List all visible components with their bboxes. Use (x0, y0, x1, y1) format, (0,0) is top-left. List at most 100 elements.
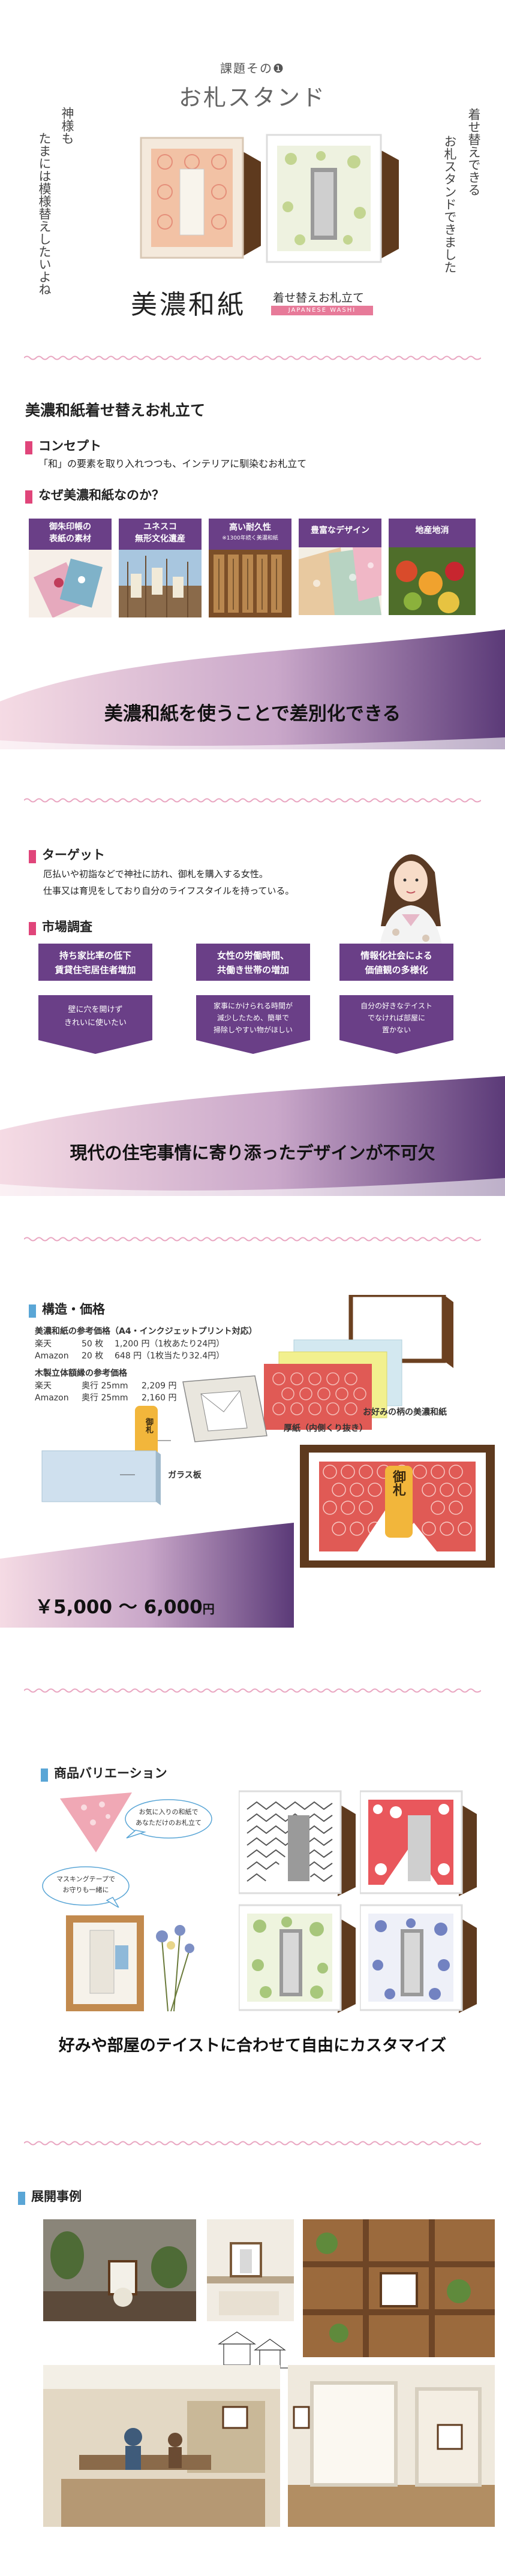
variation-heading: 商品バリエーション (54, 1766, 167, 1780)
concept-banner-bg (0, 629, 505, 749)
price-row: ￥5,000 〜 6,000円 (35, 1592, 215, 1619)
variation-tagline: 好みや部屋のテイストに合わせて自由にカスタマイズ (58, 2036, 447, 2055)
bubble-2: マスキングテープで お守りも一緒に (41, 1864, 131, 1908)
market-heading: 市場調査 (42, 920, 92, 934)
ofuda-label-small: 御札 (144, 1418, 153, 1433)
variant-frame-blue (360, 1899, 480, 2013)
case-photo-room (288, 2365, 495, 2527)
washi-sheet-illustration (60, 1792, 138, 1858)
design-photo (299, 547, 381, 615)
wavy-divider (24, 1688, 481, 1693)
why-card-3: 高い耐久性 ※1300年続く美濃和紙 (209, 519, 291, 617)
trend-box-2: 女性の労働時間、 共働き世帯の増加 (196, 944, 310, 981)
case-photo-dining (43, 2365, 280, 2527)
need-text-3: 自分の好きなテイスト でなければ部屋に 置かない (360, 1002, 432, 1034)
why-card-label-main: 高い耐久性 (229, 523, 271, 532)
durability-photo (209, 550, 291, 617)
goshuincho-photo (29, 550, 112, 617)
pink-marker (29, 849, 36, 863)
washi-price-title: 美濃和紙の参考価格（A4・インクジェットプリント対応） (35, 1327, 257, 1336)
hero-brand: 美濃和紙 (131, 290, 246, 320)
concept-banner-text: 美濃和紙を使うことで差別化できる (104, 703, 401, 725)
trend-box-3: 情報化社会による 価値観の多様化 (339, 944, 453, 981)
target-banner-text: 現代の住宅事情に寄り添ったデザインが不可欠 (70, 1143, 435, 1163)
unesco-photo (119, 550, 202, 617)
case-photo-plants (43, 2219, 196, 2321)
why-card-label: ユネスコ 無形文化遺産 (119, 519, 202, 550)
pink-marker (25, 441, 32, 454)
ofuda-label-large: 御札 (390, 1470, 405, 1496)
hero-section: 課題その❶ お札スタンド 神様も たまには模様替えしたいよね 着せ替えできる お… (0, 0, 505, 360)
variation-heading-row: 商品バリエーション (41, 1764, 167, 1782)
need-arrow-3: 自分の好きなテイスト でなければ部屋に 置かない (339, 995, 453, 1054)
structure-diagram (30, 1295, 498, 1571)
price-unit: 円 (202, 1602, 215, 1616)
bubble-1: お気に入りの和紙で あなただけのお札立て (124, 1797, 214, 1840)
cases-section: 展開事例 (0, 2152, 505, 2576)
variant-frame-chevron (239, 1785, 359, 1896)
target-woman-photo (366, 836, 456, 956)
bubble-2-text: マスキングテープで お守りも一緒に (56, 1875, 115, 1894)
label-glass: ガラス板 (168, 1471, 202, 1480)
hero-subtitle-small: 課題その❶ (220, 61, 285, 76)
why-card-4: 豊富なデザイン (299, 519, 381, 615)
concept-main-title: 美濃和紙着せ替えお札立て (25, 402, 206, 419)
why-card-label: 御朱印帳の 表紙の素材 (29, 519, 112, 550)
wood-frame-photo (60, 1903, 216, 2017)
target-heading-row: ターゲット (29, 845, 105, 863)
label-washi: お好みの柄の美濃和紙 (363, 1408, 447, 1417)
need-arrow-1: 壁に穴を開けず きれいに使いたい (38, 995, 152, 1054)
concept-section: 美濃和紙着せ替えお札立て コンセプト 「和」の要素を取り入れつつも、インテリアに… (0, 366, 505, 749)
why-card-label: 地産地消 (389, 519, 476, 547)
why-card-sublabel: ※1300年続く美濃和紙 (222, 535, 278, 541)
variation-section: 商品バリエーション お気に入りの和紙で あなただけのお札立て マスキングテープで… (0, 1697, 505, 2116)
hero-title: お札スタンド (178, 85, 326, 111)
why-card-2: ユネスコ 無形文化遺産 (119, 519, 202, 617)
hero-brand-en: JAPANESE WASHI (271, 306, 373, 315)
price-band-bg (0, 1511, 294, 1628)
label-board: 厚紙（内側くり抜き） (284, 1424, 368, 1433)
target-heading: ターゲット (42, 848, 105, 862)
case-photo-wood-shelf (303, 2219, 495, 2357)
hero-right-vertical-2: お札スタンドできました (443, 135, 457, 273)
case-photo-shelf (207, 2219, 294, 2321)
need-text-1: 壁に穴を開けず きれいに使いたい (64, 1005, 127, 1028)
hero-frame-green (264, 123, 402, 267)
cases-heading: 展開事例 (31, 2189, 82, 2204)
why-heading: なぜ美濃和紙なのか？ (38, 488, 164, 502)
price-range: ￥5,000 〜 6,000 (35, 1596, 203, 1618)
need-text-2: 家事にかけられる時間が 減少したため、簡単で 掃除しやすい物がほしい (213, 1002, 293, 1034)
why-heading-row: なぜ美濃和紙なのか？ (25, 486, 164, 504)
concept-heading: コンセプト (38, 439, 101, 453)
bubble-1-text: お気に入りの和紙で あなただけのお札立て (136, 1808, 202, 1827)
why-card-label: 豊富なデザイン (299, 519, 381, 547)
target-section: ターゲット 厄払いや初詣などで神社に訪れ、御札を購入する女性。 仕事又は育児をし… (0, 803, 505, 1199)
wavy-divider (24, 798, 481, 803)
why-card-5: 地産地消 (389, 519, 476, 615)
blue-marker (41, 1768, 48, 1782)
local-photo (389, 547, 476, 615)
blue-marker (29, 1304, 36, 1318)
structure-heading-row: 構造・価格 (29, 1300, 105, 1318)
wavy-divider (24, 1237, 481, 1242)
need-arrow-2: 家事にかけられる時間が 減少したため、簡単で 掃除しやすい物がほしい (196, 995, 310, 1054)
wavy-divider (24, 355, 481, 360)
hero-frame-pink (138, 126, 264, 264)
market-heading-row: 市場調査 (29, 917, 92, 935)
cases-heading-row: 展開事例 (18, 2187, 82, 2205)
hero-brand-sub: 着せ替えお札立て (273, 291, 365, 305)
target-text-1: 厄払いや初詣などで神社に訪れ、御札を購入する女性。 (43, 869, 268, 879)
wavy-divider (24, 2141, 481, 2146)
frame-price-title: 木製立体額縁の参考価格 (35, 1369, 127, 1378)
blue-marker (18, 2191, 25, 2205)
concept-heading-row: コンセプト (25, 436, 101, 454)
why-card-label: 高い耐久性 ※1300年続く美濃和紙 (209, 519, 291, 550)
variant-frame-redwhite (360, 1785, 480, 1896)
trend-box-1: 持ち家比率の低下 賃貸住宅居住者増加 (38, 944, 152, 981)
